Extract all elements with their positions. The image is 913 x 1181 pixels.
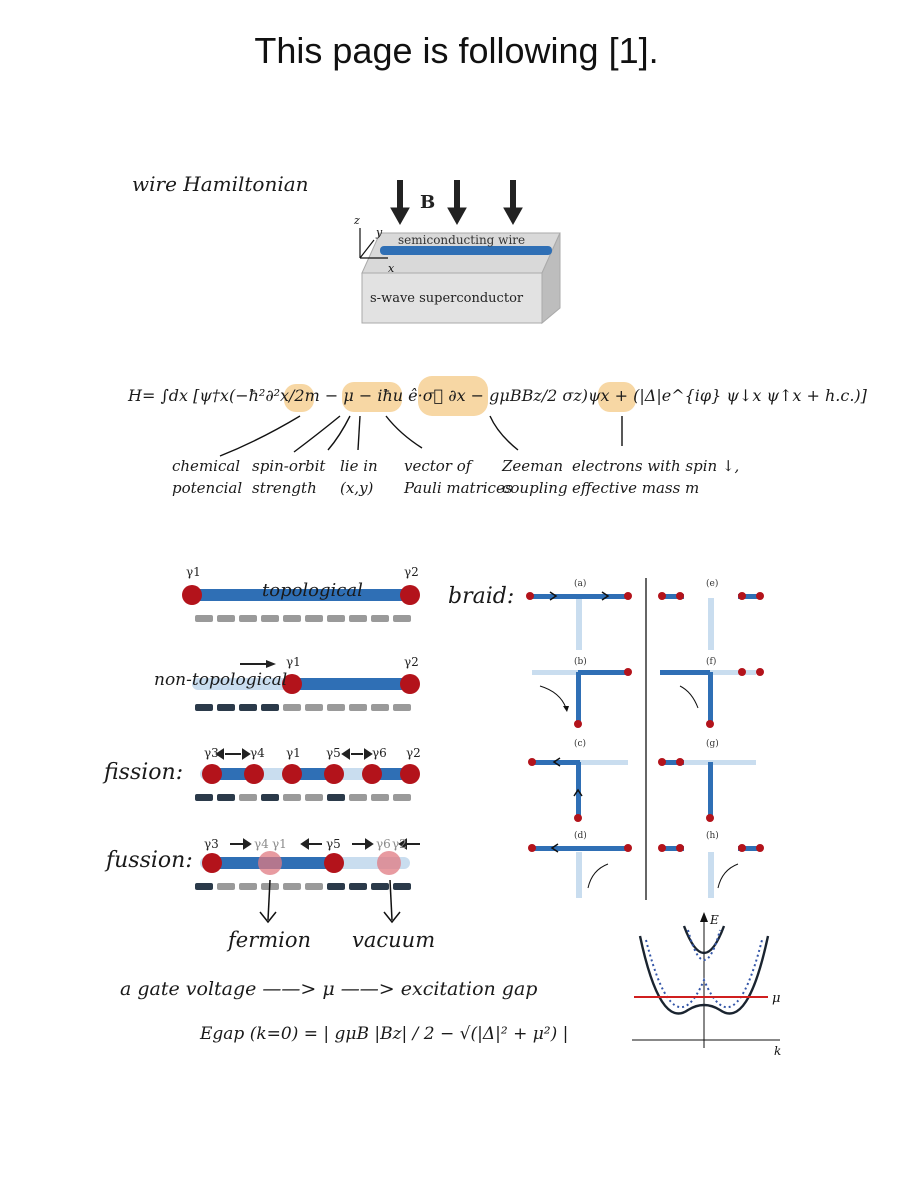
topological-label: topological xyxy=(262,580,363,601)
fission-gamma3: γ3 xyxy=(204,746,219,760)
fission-gamma4: γ4 xyxy=(250,746,265,760)
fussion-gamma4: γ4 xyxy=(254,837,269,851)
fission-gamma2: γ2 xyxy=(406,746,421,760)
braid-panel-c xyxy=(528,757,628,822)
hamiltonian-heading: wire Hamiltonian xyxy=(132,172,309,196)
braid-panel-d-label: (d) xyxy=(574,830,587,841)
plot-label-mu: μ xyxy=(772,991,780,1006)
fission-label: fission: xyxy=(104,760,184,785)
hamiltonian-equation: H= ∫dx [ψ†x(−ħ²∂²x/2m − μ − iħu ê·σ⃗ ∂x … xyxy=(128,386,867,405)
axis-y-label: y xyxy=(375,226,383,239)
annotation-lie-in: lie in(x,y) xyxy=(340,457,378,497)
braid-panel-g xyxy=(658,758,756,822)
band-dotted-upper xyxy=(687,929,721,961)
fussion-gamma2: γ2 xyxy=(392,837,407,851)
braid-panel-f xyxy=(660,668,764,728)
fussion-chain xyxy=(195,838,420,924)
topological-chain xyxy=(182,585,420,622)
fermion-label: fermion xyxy=(228,928,312,952)
braid-panel-a xyxy=(526,591,632,650)
fussion-label: fussion: xyxy=(106,848,193,873)
majorana-chains: γ1 γ2 γ1 γ2 xyxy=(182,565,421,924)
vacuum-label: vacuum xyxy=(352,928,436,952)
wire-figure: B semiconducting wire s-wave superconduc… xyxy=(353,180,561,325)
non-topological-label: non-topological xyxy=(154,670,288,690)
fission-gamma1: γ1 xyxy=(286,746,301,760)
b-field-label: B xyxy=(420,192,435,213)
braid-panel-b-label: (b) xyxy=(574,656,587,667)
axis-x-label: x xyxy=(388,262,395,275)
fussion-gamma6: γ6 xyxy=(376,837,391,851)
gate-voltage-line: a gate voltage ——> μ ——> excitation gap xyxy=(120,978,538,1000)
fission-gamma5: γ5 xyxy=(326,746,341,760)
fussion-gamma5: γ5 xyxy=(326,837,341,851)
braid-panel-h xyxy=(658,844,764,898)
braid-label: braid: xyxy=(448,584,515,609)
page-title: This page is following [1]. xyxy=(254,30,659,71)
fussion-gamma3: γ3 xyxy=(204,837,219,851)
plot-label-k: k xyxy=(774,1044,781,1058)
plot-label-e: E xyxy=(709,913,719,927)
braid-figure: (a) (e) (b) (f) xyxy=(526,578,764,900)
fission-gamma6: γ6 xyxy=(372,746,387,760)
annotation-electrons: electrons with spin ↓,effective mass m xyxy=(572,457,740,497)
fission-chain xyxy=(195,748,420,801)
wire-label: semiconducting wire xyxy=(398,233,525,247)
substrate-label: s-wave superconductor xyxy=(370,291,524,306)
b-field-arrows xyxy=(390,180,523,226)
band-plot: E μ k xyxy=(632,912,781,1058)
braid-panel-a-label: (a) xyxy=(574,578,586,589)
egap-formula: Egap (k=0) = | gμB |Bz| / 2 − √(|Δ|² + μ… xyxy=(200,1024,569,1044)
equation-annotation-arrows xyxy=(219,415,623,457)
axis-z-label: z xyxy=(353,214,360,227)
nontop-gamma2: γ2 xyxy=(404,655,419,669)
braid-panel-e xyxy=(658,592,764,650)
fussion-gamma1: γ1 xyxy=(272,837,287,851)
braid-panel-e-label: (e) xyxy=(706,578,718,589)
topological-gamma1: γ1 xyxy=(186,565,201,579)
nontop-gamma1: γ1 xyxy=(286,655,301,669)
semiconducting-wire xyxy=(380,246,552,255)
topological-gamma2: γ2 xyxy=(404,565,419,579)
braid-panel-h-label: (h) xyxy=(706,830,719,841)
band-dotted xyxy=(645,939,763,1009)
braid-panel-d xyxy=(528,843,632,898)
braid-panel-f-label: (f) xyxy=(706,656,716,667)
band-solid-upper xyxy=(682,925,726,955)
braid-panel-g-label: (g) xyxy=(706,738,719,749)
non-topological-chain xyxy=(192,660,420,711)
braid-panel-c-label: (c) xyxy=(574,738,586,749)
braid-panel-b xyxy=(532,668,632,728)
